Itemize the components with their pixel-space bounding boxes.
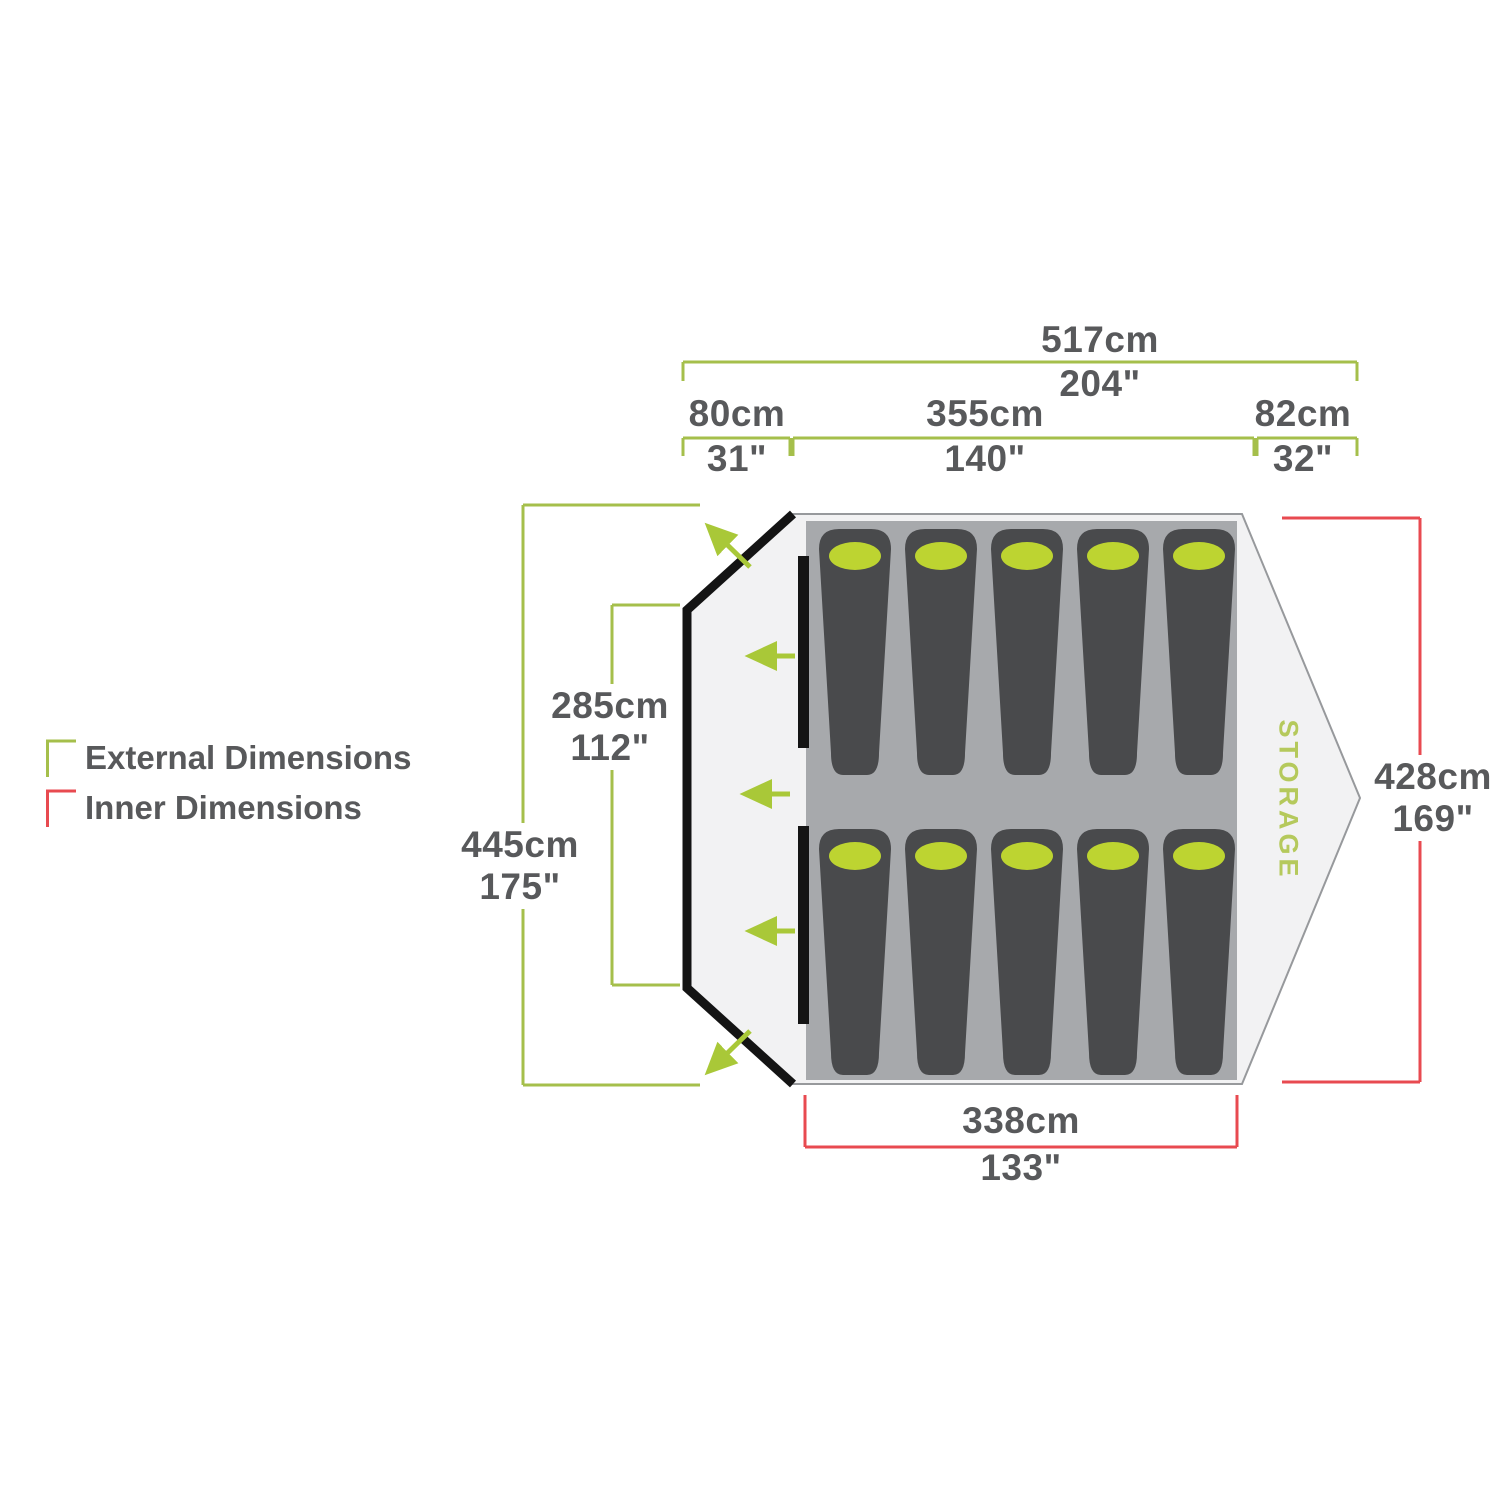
- dim-porch-left-inch: 31": [706, 438, 768, 479]
- door-arrows: [704, 522, 795, 1076]
- dim-door-height-cm: 285cm: [543, 684, 677, 728]
- dim-inner-depth-cm: 428cm: [1366, 755, 1500, 799]
- dim-total-depth-inch: 175": [471, 865, 569, 909]
- legend-inner-label: Inner Dimensions: [85, 789, 362, 826]
- legend-inner-marker-icon: [46, 789, 76, 827]
- legend-external-marker-icon: [46, 739, 76, 777]
- inner-door-bar-top: [798, 556, 809, 748]
- arrow-out-top-left-icon: [704, 522, 752, 569]
- dim-porch-left-cm: 80cm: [688, 393, 786, 434]
- external-dimension-lines: [521, 360, 1359, 1087]
- dim-inner-depth-inch: 169": [1384, 797, 1482, 841]
- arrow-out-bottom-left-icon: [704, 1029, 752, 1076]
- dim-inner-width-top-inch: 140": [944, 438, 1026, 479]
- storage-area-label: STORAGE: [1273, 719, 1304, 881]
- tent-door-wall: [682, 510, 797, 1088]
- dim-total-width-cm: 517cm: [1041, 319, 1159, 360]
- dim-inner-width-bottom-cm: 338cm: [962, 1100, 1080, 1141]
- inner-door-bar-bottom: [798, 826, 809, 1024]
- dim-total-width-inch: 204": [1059, 363, 1141, 404]
- legend-external-label: External Dimensions: [85, 739, 412, 776]
- dim-inner-width-top-cm: 355cm: [926, 393, 1044, 434]
- dim-storage-width-cm: 82cm: [1254, 393, 1352, 434]
- inner-dimension-lines: [803, 516, 1422, 1149]
- dim-total-depth-cm: 445cm: [453, 823, 587, 867]
- dim-storage-width-inch: 32": [1272, 438, 1334, 479]
- dim-door-height-inch: 112": [562, 726, 658, 770]
- dim-inner-width-bottom-inch: 133": [980, 1147, 1062, 1188]
